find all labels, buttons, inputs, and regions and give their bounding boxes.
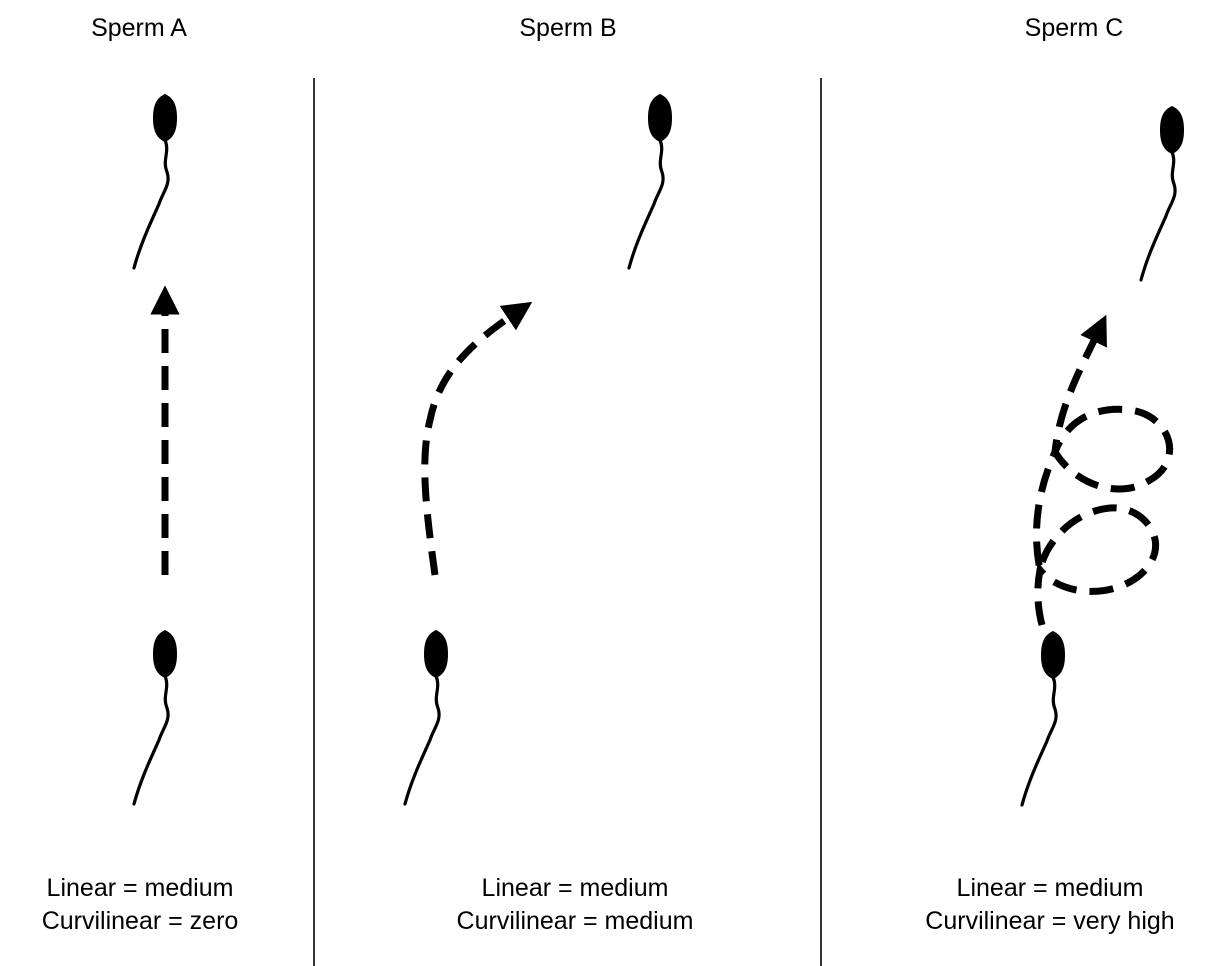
panel-a-linear-label: Linear = medium xyxy=(46,874,234,902)
sperm-icon xyxy=(132,92,179,270)
panel-c-diagram xyxy=(1020,104,1186,807)
panel-b-linear-label: Linear = medium xyxy=(481,874,669,902)
dashed-arrow-icon xyxy=(421,301,533,576)
sperm-icon xyxy=(627,92,674,270)
panel-a-caption: Linear = medium Curvilinear = zero xyxy=(0,872,280,938)
panel-c-linear-label: Linear = medium xyxy=(956,874,1144,902)
dashed-arrow-icon xyxy=(1033,314,1174,626)
panel-c-title: Sperm C xyxy=(1024,14,1124,42)
sperm-icon xyxy=(132,628,179,806)
panel-b-title: Sperm B xyxy=(519,14,617,42)
panel-b-caption: Linear = medium Curvilinear = medium xyxy=(418,872,732,938)
sperm-icon xyxy=(1020,629,1067,807)
panel-a-diagram xyxy=(132,92,180,806)
panel-a-title: Sperm A xyxy=(91,14,187,42)
panel-a-curvilinear-label: Curvilinear = zero xyxy=(41,907,239,935)
sperm-icon xyxy=(1139,104,1186,282)
panel-c-curvilinear-label: Curvilinear = very high xyxy=(925,907,1175,935)
panel-b-diagram xyxy=(403,92,674,806)
panel-c-caption: Linear = medium Curvilinear = very high xyxy=(886,872,1214,938)
panel-b-curvilinear-label: Curvilinear = medium xyxy=(456,907,694,935)
sperm-icon xyxy=(403,628,450,806)
